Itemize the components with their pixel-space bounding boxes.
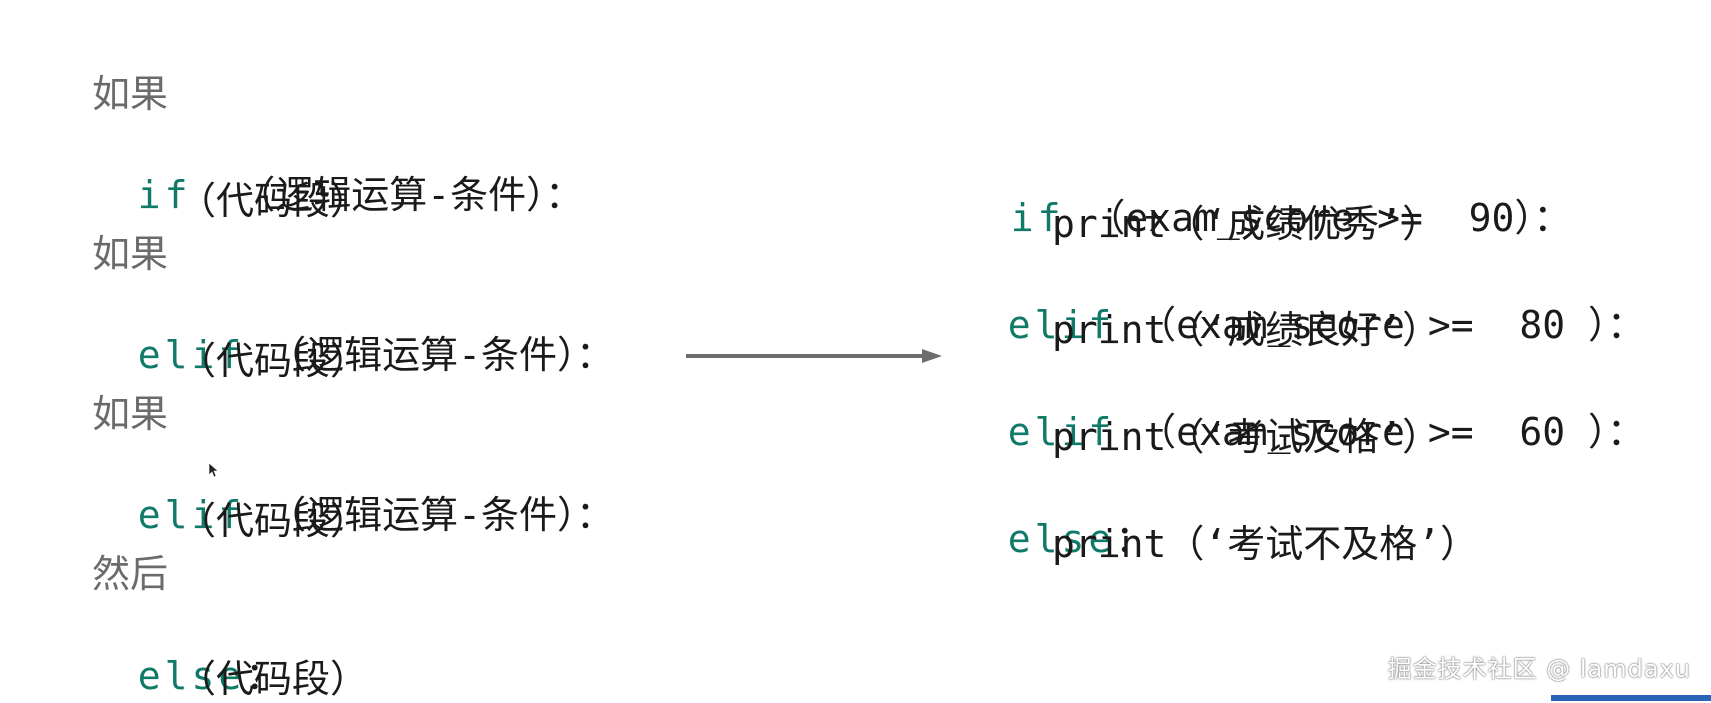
right-elif-line-1: elif （exam_score >= 80 ）： [962,253,1645,349]
left-else-body: （代码段） [178,657,369,701]
right-arrow-icon [686,349,942,363]
right-if-line: if （exam_score >= 90）： [965,146,1572,242]
left-label-if: 如果 [92,72,169,116]
left-if-body: （代码段） [178,179,369,223]
right-print-3: print（‘考试及格’） [1052,415,1441,459]
right-elif-condition-1: （exam_score >= 80 ）： [1115,303,1645,347]
watermark: 掘金技术社区 @ lamdaxu [1387,655,1691,683]
left-elif-line-2: elif （逻辑运算-条件）： [92,443,614,539]
left-if-keyword: if [137,173,192,217]
left-elif-condition-2: （逻辑运算-条件）： [245,493,615,537]
right-if-keyword: if [1010,196,1065,240]
left-elif-keyword-1: elif [137,333,246,377]
right-if-condition: （exam_score >= 90）： [1064,196,1572,240]
right-elif-keyword-2: elif [1007,410,1116,454]
left-label-elif-2: 如果 [92,392,169,436]
left-elif-line-1: elif （逻辑运算-条件）： [92,283,614,379]
left-if-condition: （逻辑运算-条件）： [191,173,584,217]
left-elif-body-2: （代码段） [178,499,369,543]
right-print-1: print（‘成绩优秀’） [1052,202,1441,246]
left-elif-keyword-2: elif [137,493,246,537]
left-if-line: if （逻辑运算-条件）： [92,123,583,219]
right-print-4: print（‘考试不及格’） [1052,522,1479,566]
right-else-line: else： [962,467,1154,563]
left-elif-condition-1: （逻辑运算-条件）： [245,333,615,377]
left-elif-body-1: （代码段） [178,339,369,383]
left-else-colon: ： [245,654,284,698]
left-else-line: else： [92,604,284,700]
right-elif-condition-2: （exam_score >= 60 ）： [1115,410,1645,454]
left-label-elif-1: 如果 [92,232,169,276]
right-elif-line-2: elif （exam_score >= 60 ）： [962,360,1645,456]
right-elif-keyword-1: elif [1007,303,1116,347]
corner-decoration [1551,695,1711,701]
left-label-else: 然后 [92,552,169,596]
left-else-keyword: else [137,654,246,698]
right-print-2: print（‘成绩良好’） [1052,308,1441,352]
mouse-pointer-icon [208,462,218,478]
right-else-keyword: else [1007,517,1116,561]
right-else-colon: ： [1115,517,1154,561]
